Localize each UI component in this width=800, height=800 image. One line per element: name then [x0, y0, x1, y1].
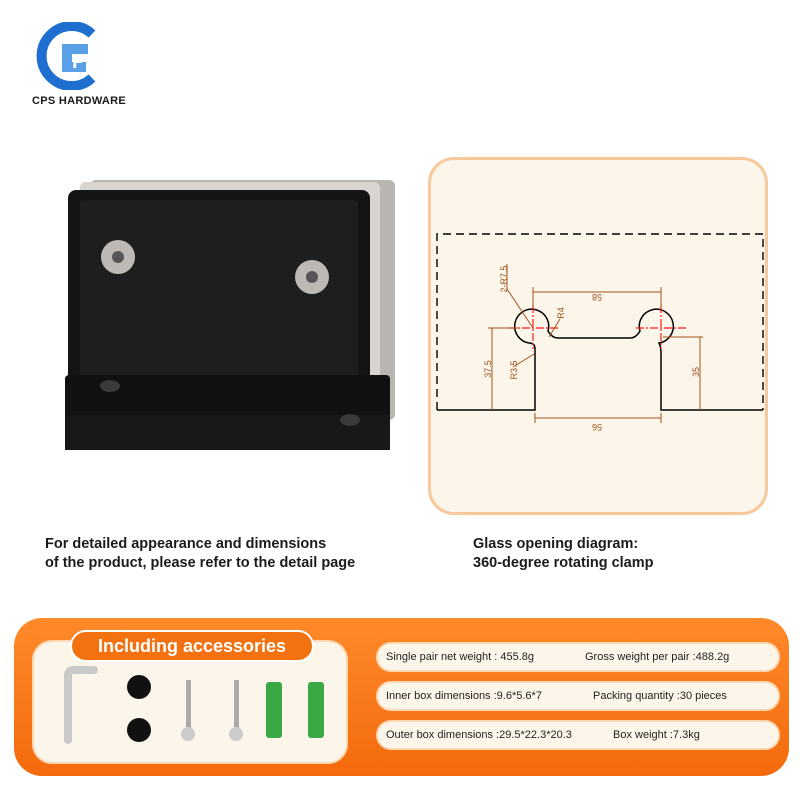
spec-right: Box weight :7.3kg: [613, 729, 700, 741]
glass-hinge-product-image: [65, 180, 395, 450]
dim-right-height: 35: [691, 367, 701, 377]
spec-right: Gross weight per pair :488.2g: [585, 651, 730, 663]
caption-line: 360-degree rotating clamp: [473, 555, 654, 571]
dim-top-width: 58: [592, 292, 602, 302]
spec-row: Inner box dimensions :9.6*5.6*7 Packing q…: [376, 681, 780, 711]
cap-icon: [127, 675, 151, 699]
dim-radius-top: 2-R7.5: [499, 265, 509, 292]
spec-left: Inner box dimensions :9.6*5.6*7: [386, 690, 542, 702]
screw-icon: [186, 680, 191, 732]
accessories-title: Including accessories: [70, 630, 314, 662]
allen-key-icon: [64, 666, 98, 744]
glass-opening-diagram: 58 56 37.5 35 2-R7.5 R4 R3.5: [436, 233, 764, 432]
dim-radius-bottom: R3.5: [509, 360, 519, 379]
dim-radius-inner: R4: [556, 307, 566, 319]
cps-logo-icon: PS: [36, 22, 99, 90]
caption-line: Glass opening diagram:: [473, 536, 639, 552]
spec-row: Outer box dimensions :29.5*22.3*20.3 Box …: [376, 720, 780, 750]
caption-line: For detailed appearance and dimensions: [45, 536, 327, 552]
svg-text:PS: PS: [72, 51, 99, 73]
product-caption: For detailed appearance and dimensions o…: [45, 535, 355, 573]
spec-right: Packing quantity :30 pieces: [593, 690, 727, 702]
caption-line: of the product, please refer to the deta…: [45, 555, 356, 571]
wall-anchor-icon: [308, 682, 324, 738]
spec-left: Single pair net weight : 455.8g: [386, 651, 534, 663]
dim-left-height: 37.5: [483, 360, 493, 378]
cap-icon: [127, 718, 151, 742]
dim-bottom-width: 56: [592, 422, 602, 432]
wall-anchor-icon: [266, 682, 282, 738]
diagram-caption: Glass opening diagram: 360-degree rotati…: [473, 535, 654, 573]
spec-left: Outer box dimensions :29.5*22.3*20.3: [386, 729, 572, 741]
accessories-image: [64, 666, 324, 744]
glass-opening-diagram-card: 58 56 37.5 35 2-R7.5 R4 R3.5: [428, 157, 768, 515]
spec-row: Single pair net weight : 455.8g Gross wei…: [376, 642, 780, 672]
brand-name: CPS HARDWARE: [32, 95, 127, 107]
screw-icon: [234, 680, 239, 732]
